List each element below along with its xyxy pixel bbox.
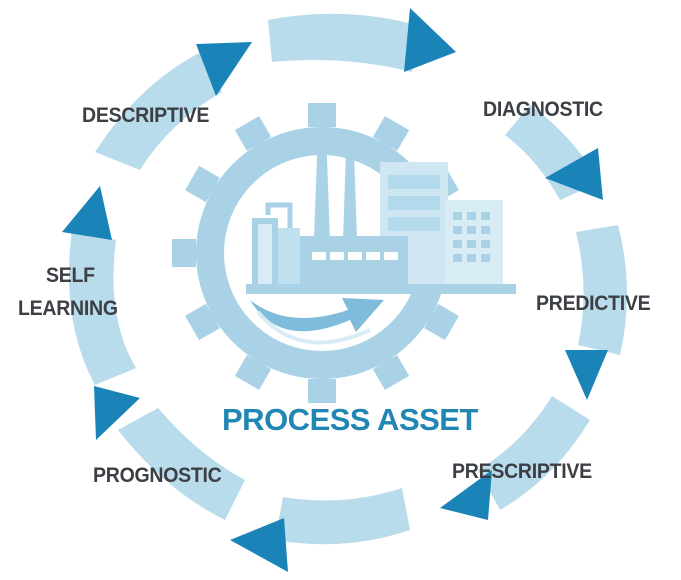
label-prescriptive: PRESCRIPTIVE	[452, 460, 592, 483]
ring-segment-right	[576, 225, 628, 355]
ring-segment-top	[268, 13, 420, 72]
arrowhead-top-right-icon	[404, 8, 456, 72]
center-title: PROCESS ASSET	[222, 402, 478, 437]
label-descriptive: DESCRIPTIVE	[82, 104, 210, 127]
arrowhead-predictive-icon	[565, 350, 608, 400]
ring-segment-bottom	[275, 488, 410, 545]
ring-segment-lower-right	[478, 396, 590, 510]
arrowhead-prescriptive-icon	[440, 470, 492, 520]
arrowhead-self-learning-icon	[62, 186, 112, 240]
arrowhead-prognostic-icon	[94, 386, 140, 440]
ring-segment-upper-left	[95, 50, 222, 170]
label-diagnostic: DIAGNOSTIC	[483, 98, 603, 121]
label-self-learning-line2: LEARNING	[18, 297, 118, 320]
label-prognostic: PROGNOSTIC	[93, 464, 222, 487]
label-predictive: PREDICTIVE	[536, 292, 651, 315]
arrowhead-descriptive-icon	[196, 42, 252, 96]
label-self-learning-line1: SELF	[46, 264, 95, 287]
factory-icon	[225, 130, 516, 350]
arrowhead-diagnostic-icon	[545, 148, 603, 200]
ring-segment-lower-left	[118, 408, 245, 520]
cycle-arrowheads	[62, 8, 608, 572]
cycle-ring	[68, 13, 628, 545]
arrowhead-bottom-icon	[230, 518, 288, 572]
ring-segment-left	[68, 230, 136, 385]
